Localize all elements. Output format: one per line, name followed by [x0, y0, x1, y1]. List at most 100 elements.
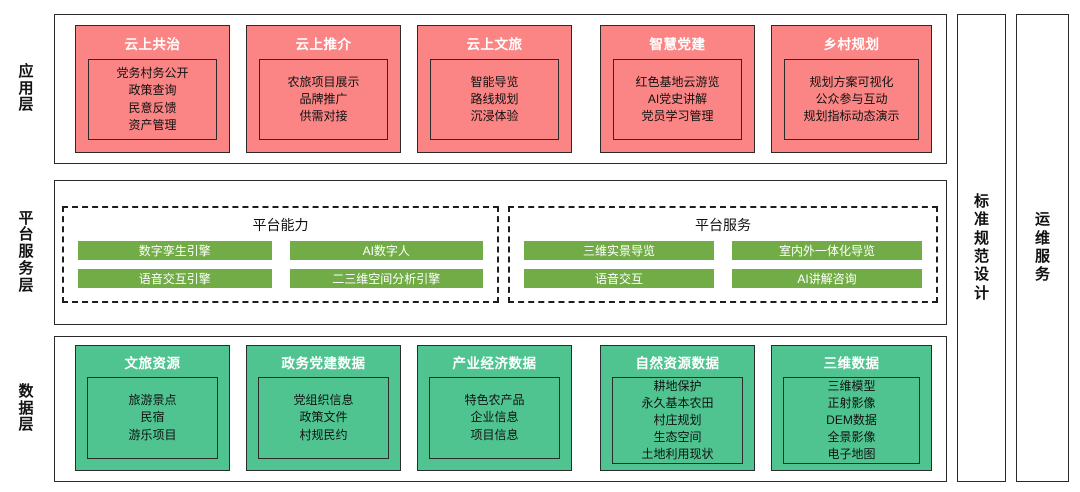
- pillar-standards-label-char-5: 计: [973, 284, 989, 302]
- platform-chip-grid-1: 数字孪生引擎 AI数字人语音交互引擎二三维空间分析引擎: [64, 241, 497, 298]
- pillar-operations[interactable]: 运维服务: [1016, 14, 1069, 482]
- data-card-item: 土地利用现状: [641, 447, 714, 462]
- pillar-standards-label-char-4: 设: [973, 266, 989, 284]
- app-card-item: 党员学习管理: [641, 109, 714, 124]
- data-card-item: 党组织信息: [293, 393, 354, 408]
- data-card-item: 游乐项目: [128, 427, 177, 442]
- data-card-3[interactable]: 产业经济数据特色农产品企业信息项目信息: [417, 345, 572, 471]
- app-card-body-1: 党务村务公开政策查询民意反馈资产管理: [88, 59, 217, 140]
- platform-chip[interactable]: 数字孪生引擎: [78, 241, 272, 260]
- layer-label-platform_service: 平台服务层: [4, 180, 48, 325]
- platform-group-2: 平台服务三维实景导览室内外一体化导览语音交互 AI讲解咨询: [508, 206, 938, 303]
- app-card-item: 规划指标动态演示: [803, 109, 900, 124]
- platform-group-title-2: 平台服务: [695, 217, 751, 233]
- app-card-item: 路线规划: [470, 91, 519, 106]
- layer-label-platform_service-char-2: 服: [18, 243, 34, 261]
- data-card-4[interactable]: 自然资源数据耕地保护永久基本农田村庄规划生态空间土地利用现状: [600, 345, 755, 471]
- layer-label-data-char-1: 据: [18, 399, 34, 417]
- app-card-title-3: 云上文旅: [466, 37, 523, 52]
- data-card-title-2: 政务党建数据: [281, 356, 366, 371]
- layer-label-application-char-1: 用: [18, 79, 34, 97]
- data-card-item: 全景影像: [827, 430, 876, 445]
- app-card-1[interactable]: 云上共治党务村务公开政策查询民意反馈资产管理: [75, 25, 230, 153]
- layer-label-application-char-0: 应: [18, 62, 34, 80]
- platform-chip[interactable]: 语音交互: [524, 269, 714, 288]
- data-card-title-4: 自然资源数据: [635, 356, 720, 371]
- app-card-item: 政策查询: [128, 83, 177, 98]
- layer-label-platform_service-char-1: 台: [18, 226, 34, 244]
- data-card-item: 三维模型: [827, 379, 876, 393]
- data-card-item: 耕地保护: [653, 379, 702, 393]
- app-card-body-2: 农旅项目展示品牌推广供需对接: [259, 59, 388, 140]
- app-card-item: AI党史讲解: [647, 91, 708, 106]
- data-card-2[interactable]: 政务党建数据党组织信息政策文件村规民约: [246, 345, 401, 471]
- data-card-item: 村规民约: [299, 427, 348, 442]
- pillar-operations-label-char-0: 运: [1034, 211, 1050, 229]
- app-card-title-4: 智慧党建: [649, 37, 706, 52]
- layer-label-platform_service-char-0: 平: [18, 209, 34, 227]
- app-card-item: 规划方案可视化: [809, 74, 894, 89]
- platform-group-title-1: 平台能力: [252, 217, 309, 233]
- data-card-item: 项目信息: [470, 427, 519, 442]
- app-card-3[interactable]: 云上文旅智能导览路线规划沉浸体验: [417, 25, 572, 153]
- app-card-item: 资产管理: [128, 117, 177, 132]
- app-card-item: 智能导览: [470, 74, 519, 89]
- platform-chip[interactable]: 二三维空间分析引擎: [289, 269, 483, 288]
- platform-chip[interactable]: 室内外一体化导览: [732, 241, 922, 260]
- data-card-title-1: 文旅资源: [124, 356, 181, 371]
- pillar-operations-label-char-1: 维: [1034, 229, 1050, 247]
- app-card-item: 公众参与互动: [815, 91, 888, 106]
- pillar-standards-label-char-1: 准: [973, 211, 989, 229]
- data-card-body-4: 耕地保护永久基本农田村庄规划生态空间土地利用现状: [612, 377, 743, 465]
- pillar-operations-label-char-2: 服: [1034, 248, 1050, 265]
- app-card-body-5: 规划方案可视化公众参与互动规划指标动态演示: [784, 59, 919, 140]
- data-card-item: 旅游景点: [128, 393, 177, 408]
- app-card-item: 沉浸体验: [470, 109, 519, 124]
- data-card-title-3: 产业经济数据: [452, 356, 537, 371]
- data-card-item: DEM数据: [826, 413, 877, 428]
- data-card-item: 电子地图: [827, 447, 876, 462]
- app-card-body-3: 智能导览路线规划沉浸体验: [430, 59, 559, 140]
- layer-label-data-char-0: 数: [18, 382, 34, 400]
- pillar-standards-label-char-2: 规: [973, 229, 989, 247]
- data-card-item: 特色农产品: [464, 393, 525, 408]
- app-card-item: 农旅项目展示: [287, 74, 360, 89]
- pillar-operations-label-char-3: 务: [1034, 266, 1050, 284]
- platform-chip[interactable]: 三维实景导览: [524, 241, 714, 260]
- pillar-standards-label-char-0: 标: [973, 193, 989, 211]
- platform-chip[interactable]: 语音交互引擎: [78, 269, 272, 288]
- layer-label-data: 数据层: [4, 336, 48, 482]
- app-card-item: 党务村务公开: [116, 66, 189, 81]
- data-card-item: 永久基本农田: [641, 396, 714, 411]
- data-card-body-5: 三维模型正射影像 DEM数据全景影像电子地图: [783, 377, 920, 465]
- data-card-item: 民宿: [140, 410, 165, 425]
- layer-label-platform_service-char-4: 层: [18, 276, 34, 294]
- app-card-title-2: 云上推介: [295, 37, 352, 52]
- data-card-body-1: 旅游景点民宿游乐项目: [87, 377, 218, 459]
- pillar-standards[interactable]: 标准规范设计: [957, 14, 1006, 482]
- app-card-2[interactable]: 云上推介农旅项目展示品牌推广供需对接: [246, 25, 401, 153]
- layer-label-data-char-2: 层: [18, 416, 34, 434]
- data-card-body-2: 党组织信息政策文件村规民约: [258, 377, 389, 459]
- data-card-1[interactable]: 文旅资源旅游景点民宿游乐项目: [75, 345, 230, 471]
- data-card-item: 生态空间: [653, 430, 702, 445]
- app-card-5[interactable]: 乡村规划规划方案可视化公众参与互动规划指标动态演示: [771, 25, 932, 153]
- platform-chip[interactable]: AI讲解咨询: [732, 269, 922, 288]
- data-card-item: 村庄规划: [653, 413, 702, 428]
- layer-label-application-char-2: 层: [18, 96, 34, 114]
- platform-chip[interactable]: AI数字人: [289, 241, 483, 260]
- app-card-item: 品牌推广: [299, 91, 348, 106]
- pillar-standards-label-char-3: 范: [973, 248, 989, 265]
- data-card-body-3: 特色农产品企业信息项目信息: [429, 377, 560, 459]
- app-card-title-1: 云上共治: [124, 37, 181, 52]
- app-card-title-5: 乡村规划: [823, 37, 880, 52]
- data-card-item: 正射影像: [827, 396, 876, 411]
- app-card-item: 民意反馈: [128, 100, 177, 115]
- layer-label-application: 应用层: [4, 14, 48, 164]
- data-card-item: 企业信息: [470, 410, 519, 425]
- platform-chip-grid-2: 三维实景导览室内外一体化导览语音交互 AI讲解咨询: [510, 241, 936, 298]
